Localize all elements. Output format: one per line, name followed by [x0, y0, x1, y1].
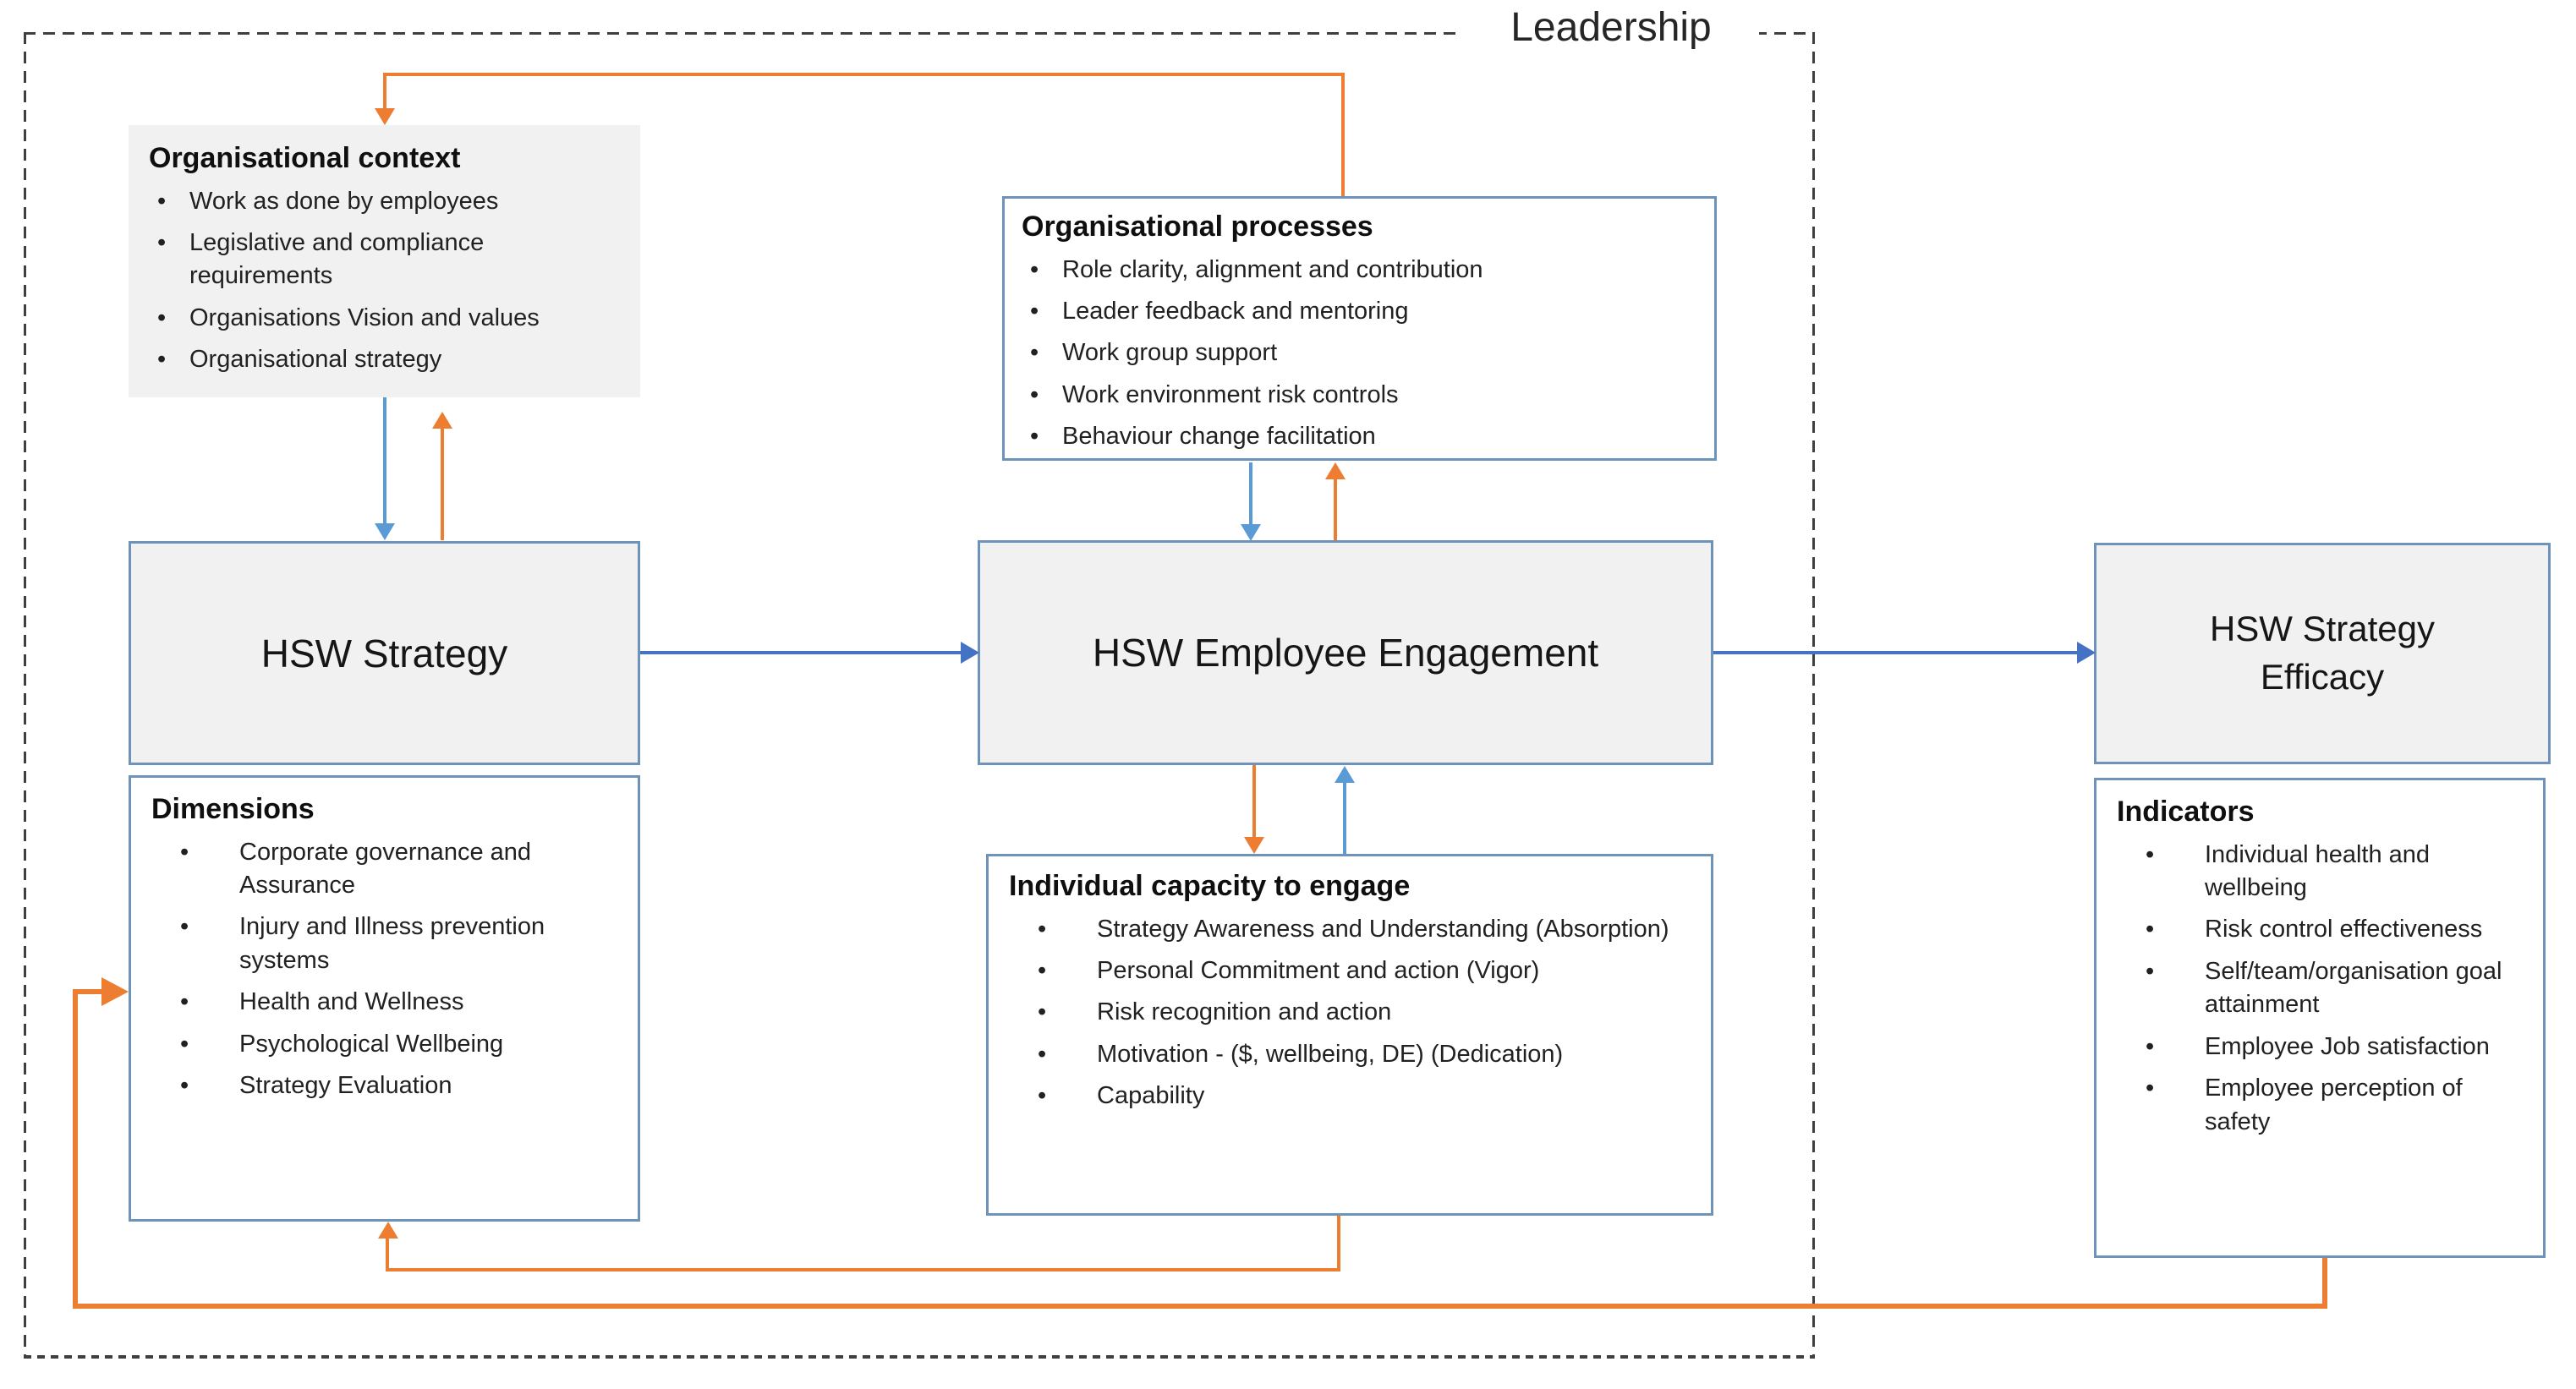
- list-item: Organisational strategy: [149, 343, 620, 377]
- hsw-strategy-box: HSW Strategy: [129, 541, 640, 765]
- list-item: Capability: [1009, 1080, 1691, 1113]
- leadership-boundary-bottom: [24, 1355, 1815, 1359]
- list-item: Individual health and wellbeing: [2117, 839, 2511, 905]
- list-item: Health and Wellness: [151, 986, 617, 1020]
- list-item: Risk recognition and action: [1009, 996, 1691, 1030]
- hsw-strategy-title: HSW Strategy: [260, 631, 508, 675]
- individual-capacity-list: Strategy Awareness and Understanding (Ab…: [1009, 913, 1691, 1114]
- organisational-processes-list: Role clarity, alignment and contribution…: [1022, 254, 1697, 455]
- leadership-boundary-left: [24, 32, 26, 1358]
- leadership-boundary-right: [1812, 32, 1815, 1358]
- individual-capacity-box: Individual capacity to engage Strategy A…: [986, 854, 1713, 1216]
- leadership-label-text: Leadership: [1510, 4, 1712, 50]
- list-item: Strategy Awareness and Understanding (Ab…: [1009, 913, 1691, 947]
- leadership-boundary-top: [24, 32, 1815, 35]
- individual-capacity-title: Individual capacity to engage: [1009, 870, 1411, 902]
- hsw-employee-engagement-title: HSW Employee Engagement: [1092, 631, 1599, 675]
- list-item: Personal Commitment and action (Vigor): [1009, 954, 1691, 988]
- list-item: Motivation - ($, wellbeing, DE) (Dedicat…: [1009, 1038, 1691, 1072]
- list-item: Organisations Vision and values: [149, 302, 620, 336]
- hsw-employee-engagement-box: HSW Employee Engagement: [978, 540, 1713, 765]
- list-item: Employee Job satisfaction: [2117, 1031, 2511, 1064]
- leadership-label: Leadership: [1463, 0, 1759, 54]
- list-item: Psychological Wellbeing: [151, 1028, 617, 1062]
- dimensions-list: Corporate governance and Assurance Injur…: [151, 836, 617, 1104]
- list-item: Work group support: [1022, 336, 1697, 370]
- list-item: Employee perception of safety: [2117, 1072, 2511, 1139]
- list-item: Injury and Illness prevention systems: [151, 911, 617, 977]
- list-item: Behaviour change facilitation: [1022, 420, 1697, 454]
- organisational-processes-title: Organisational processes: [1022, 211, 1373, 243]
- dimensions-box: Dimensions Corporate governance and Assu…: [129, 775, 640, 1222]
- hsw-strategy-efficacy-title: HSW Strategy Efficacy: [2209, 609, 2436, 697]
- list-item: Work environment risk controls: [1022, 379, 1697, 413]
- organisational-context-box: Organisational context Work as done by e…: [129, 125, 640, 397]
- list-item: Strategy Evaluation: [151, 1069, 617, 1103]
- list-item: Work as done by employees: [149, 185, 620, 219]
- indicators-title: Indicators: [2117, 796, 2255, 828]
- list-item: Risk control effectiveness: [2117, 913, 2511, 947]
- list-item: Corporate governance and Assurance: [151, 836, 617, 903]
- dimensions-title: Dimensions: [151, 793, 315, 825]
- list-item: Self/team/organisation goal attainment: [2117, 955, 2511, 1022]
- organisational-context-list: Work as done by employees Legislative an…: [149, 185, 620, 378]
- hsw-strategy-efficacy-box: HSW Strategy Efficacy: [2094, 543, 2551, 764]
- list-item: Leader feedback and mentoring: [1022, 295, 1697, 329]
- list-item: Legislative and compliance requirements: [149, 227, 620, 293]
- indicators-box: Indicators Individual health and wellbei…: [2094, 778, 2546, 1258]
- organisational-processes-box: Organisational processes Role clarity, a…: [1002, 196, 1717, 461]
- organisational-context-title: Organisational context: [149, 142, 461, 174]
- indicators-list: Individual health and wellbeing Risk con…: [2117, 839, 2523, 1140]
- list-item: Role clarity, alignment and contribution: [1022, 254, 1697, 287]
